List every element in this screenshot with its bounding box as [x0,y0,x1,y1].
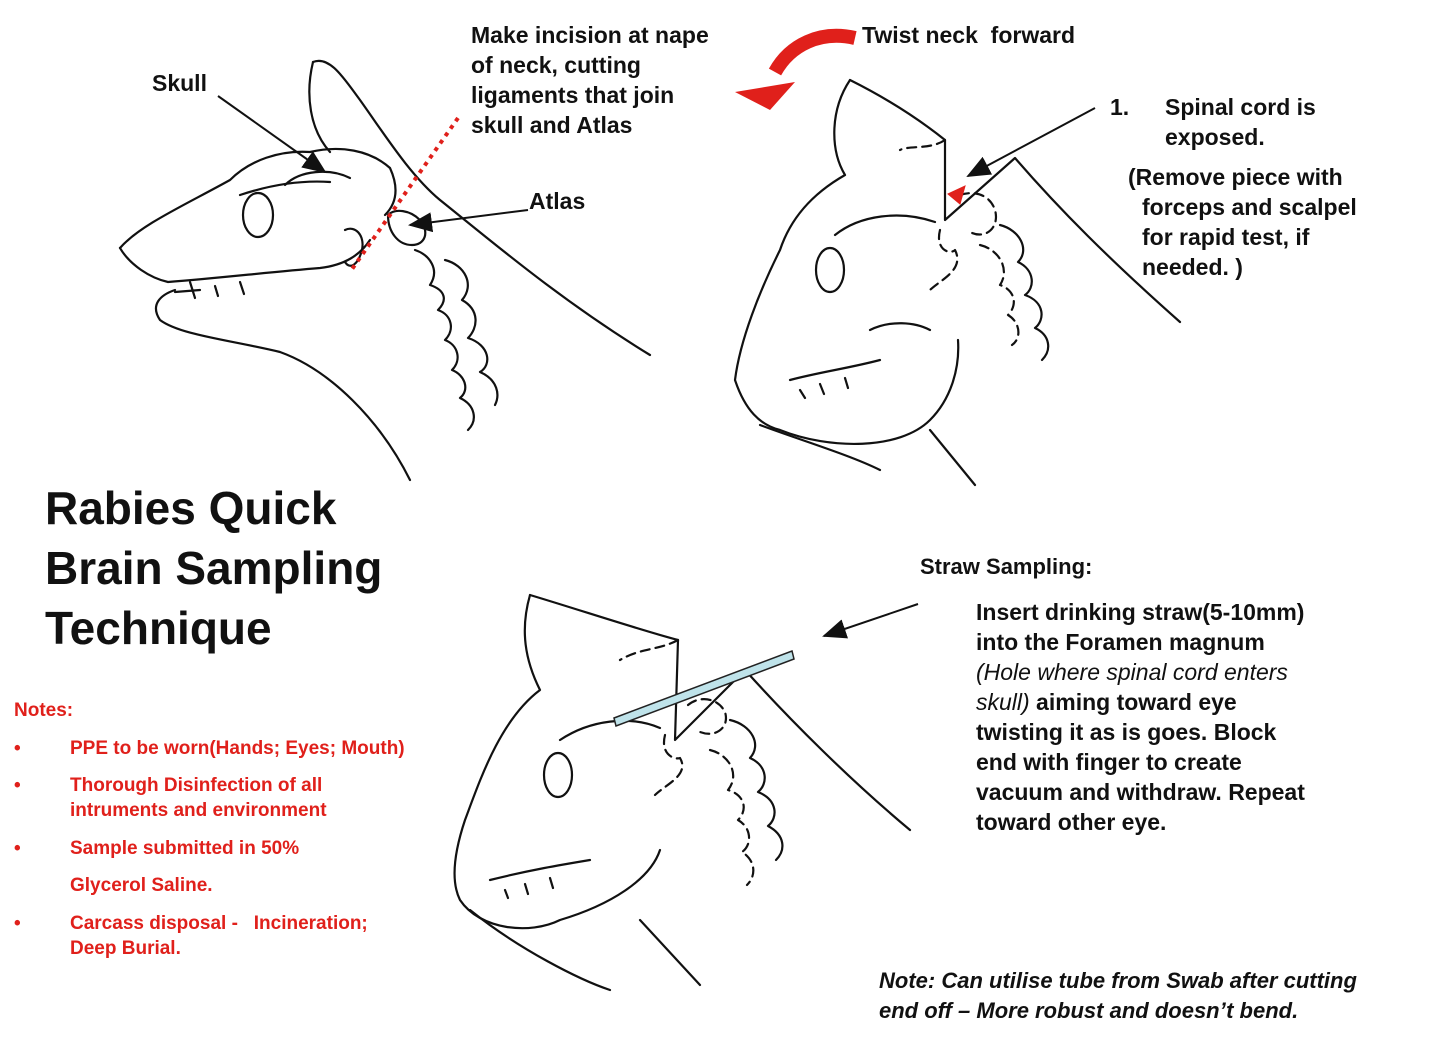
spinal-line-1: Spinal cord is [1165,94,1316,120]
remove-piece-text: (Remove piece with forceps and scalpel f… [1128,162,1357,282]
bullet-icon: • [14,775,21,796]
twist-arrow-icon [735,28,857,110]
footer-line-1: Note: Can utilise tube from Swab after c… [879,968,1357,993]
title-line-2: Brain Sampling [45,542,383,594]
italic-line-2: skull) [976,689,1030,715]
incision-line [348,116,460,274]
note-item-4-line-2: Deep Burial. [70,938,181,959]
note-item-4-line-1: Carcass disposal - Incineration; [70,913,368,934]
note-item-3-line-1: Sample submitted in 50% [70,838,300,859]
remove-line-1: (Remove piece with [1128,164,1343,190]
atlas-label: Atlas [529,188,586,214]
incision-line-1: Make incision at nape [471,22,709,48]
rest-line-4: toward other eye. [976,809,1167,835]
notes-heading: Notes: [14,700,74,721]
title-line-3: Technique [45,602,272,654]
incision-line-2: of neck, cutting [471,52,641,78]
straw-icon [613,650,795,727]
remove-line-4: needed. ) [1142,254,1243,280]
bullet-icon: • [14,913,21,934]
twist-label: Twist neck forward [862,22,1076,48]
insert-line-2: into the Foramen magnum [976,629,1265,655]
rest-line-1: twisting it as is goes. Block [976,719,1277,745]
skull-label: Skull [152,70,207,96]
insert-line-1: Insert drinking straw(5-10mm) [976,599,1305,625]
note-item-2-line-2: intruments and environment [70,800,327,821]
aim-line: skull) aiming toward eye [976,687,1305,717]
aim-text: aiming toward eye [1029,689,1237,715]
incision-instruction: Make incision at nape of neck, cutting l… [471,20,709,140]
atlas-pointer [408,209,529,233]
spinal-cord-exposed [947,185,966,205]
cat-head-drawing-1 [118,59,652,482]
rest-line-2: end with finger to create [976,749,1242,775]
skull-pointer [217,95,327,174]
spinal-pointer [966,107,1096,177]
page-title: Rabies Quick Brain Sampling Technique [45,478,382,658]
rest-line-3: vacuum and withdraw. Repeat [976,779,1305,805]
bullet-icon: • [14,838,21,859]
italic-line-1: (Hole where spinal cord enters [976,659,1288,685]
step-number: 1. [1110,94,1130,120]
notes-section: Notes: • PPE to be worn(Hands; Eyes; Mou… [14,698,454,968]
straw-pointer [822,603,919,639]
title-line-1: Rabies Quick [45,482,337,534]
incision-line-4: skull and Atlas [471,112,633,138]
incision-line-3: ligaments that join [471,82,675,108]
bullet-icon: • [14,738,21,759]
note-continuation: Glycerol Saline. [70,875,213,896]
straw-heading: Straw Sampling: [920,554,1093,579]
footer-note: Note: Can utilise tube from Swab after c… [879,966,1357,1026]
note-item-1-line-1: PPE to be worn(Hands; Eyes; Mouth) [70,738,405,759]
cat-head-drawing-2 [733,78,1182,487]
spinal-line-2: exposed. [1165,124,1265,150]
footer-line-2: end off – More robust and doesn’t bend. [879,998,1299,1023]
cat-head-drawing-3 [453,593,912,992]
remove-line-2: forceps and scalpel [1142,194,1357,220]
spinal-cord-text: Spinal cord is exposed. [1165,92,1316,152]
note-item-2-line-1: Thorough Disinfection of all [70,775,323,796]
straw-instructions: Insert drinking straw(5-10mm) into the F… [976,597,1305,837]
remove-line-3: for rapid test, if [1142,224,1310,250]
